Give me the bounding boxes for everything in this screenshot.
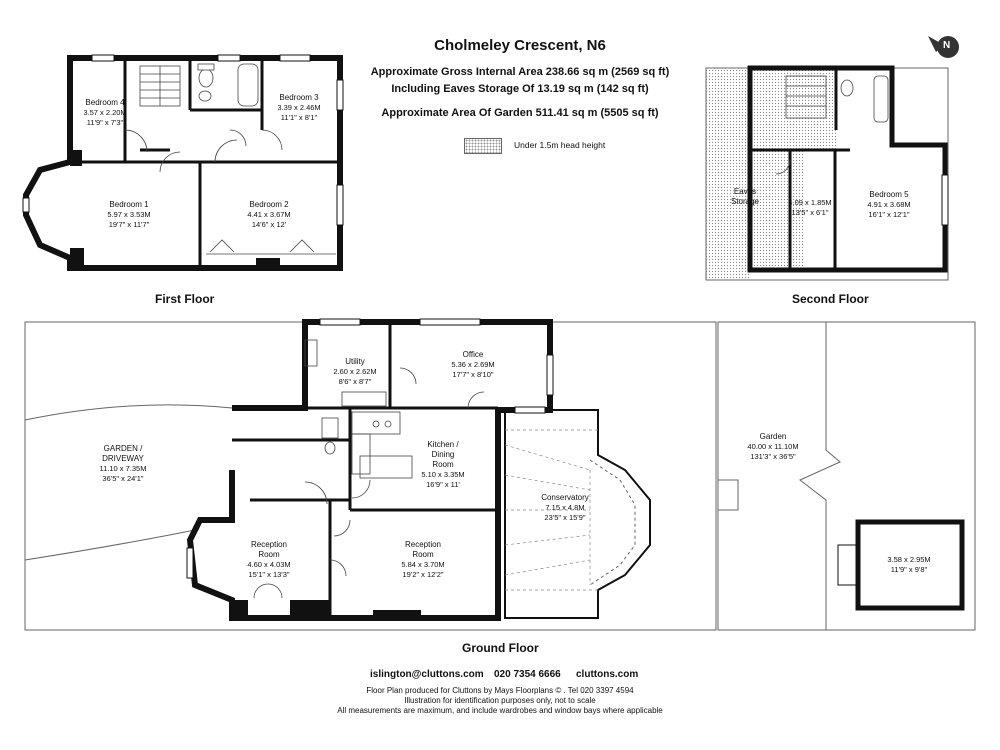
ground-floor-label: Ground Floor [462, 641, 539, 655]
legend-label: Under 1.5m head height [514, 140, 606, 150]
footer-email: islington@cluttons.com [370, 669, 484, 680]
second-floor-label: Second Floor [792, 292, 869, 306]
first-floor-plan [22, 54, 344, 271]
first-floor-stairs [139, 65, 181, 107]
page-title: Cholmeley Crescent, N6 [434, 37, 606, 54]
footer-produced-by: Floor Plan produced for Cluttons by Mays… [366, 686, 634, 695]
first-floor-label: First Floor [155, 292, 215, 306]
gross-internal-area: Approximate Gross Internal Area 238.66 s… [370, 66, 670, 78]
eaves-storage-area: Including Eaves Storage Of 13.19 sq m (1… [391, 83, 649, 95]
legend-hatch-swatch [464, 138, 502, 154]
north-arrow-icon [928, 36, 959, 58]
footer-phone: 020 7354 6666 [494, 669, 561, 680]
second-floor-plan [705, 65, 949, 281]
eaves-hatch [706, 68, 836, 280]
conservatory-structure [504, 409, 651, 619]
ground-floor-plan [24, 318, 976, 631]
footer-website: cluttons.com [576, 669, 639, 680]
footer-illustration-note: Illustration for identification purposes… [404, 696, 596, 705]
first-floor-bathroom-fixtures [197, 63, 259, 107]
north-arrow-letter: N [943, 40, 951, 51]
footer-measurements-note: All measurements are maximum, and includ… [337, 706, 663, 715]
garden-area: Approximate Area Of Garden 511.41 sq m (… [381, 107, 659, 119]
